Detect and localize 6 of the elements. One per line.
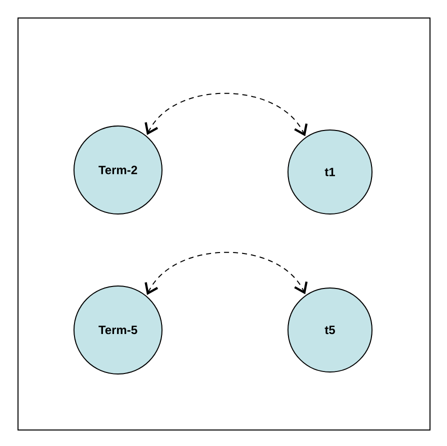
circle-node: t1 [288, 130, 372, 214]
circle-node: Term-2 [74, 125, 162, 214]
arrow [144, 252, 308, 295]
circle-node: Term-5 [74, 285, 162, 374]
arrow [144, 92, 308, 136]
circle-node: t5 [288, 287, 372, 372]
